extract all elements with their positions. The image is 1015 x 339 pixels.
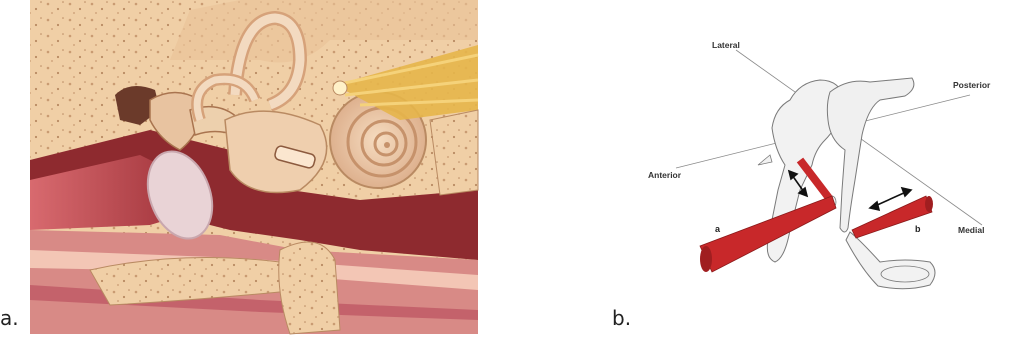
label-anterior: Anterior [648,170,682,180]
panel-b-caption: b. [612,306,631,330]
label-muscle-a: a [715,224,721,234]
muscle-a [700,196,836,272]
label-posterior: Posterior [953,80,991,90]
panel-a-caption: a. [0,306,19,330]
label-muscle-b: b [915,224,921,234]
label-medial: Medial [958,225,984,235]
label-lateral: Lateral [712,40,740,50]
